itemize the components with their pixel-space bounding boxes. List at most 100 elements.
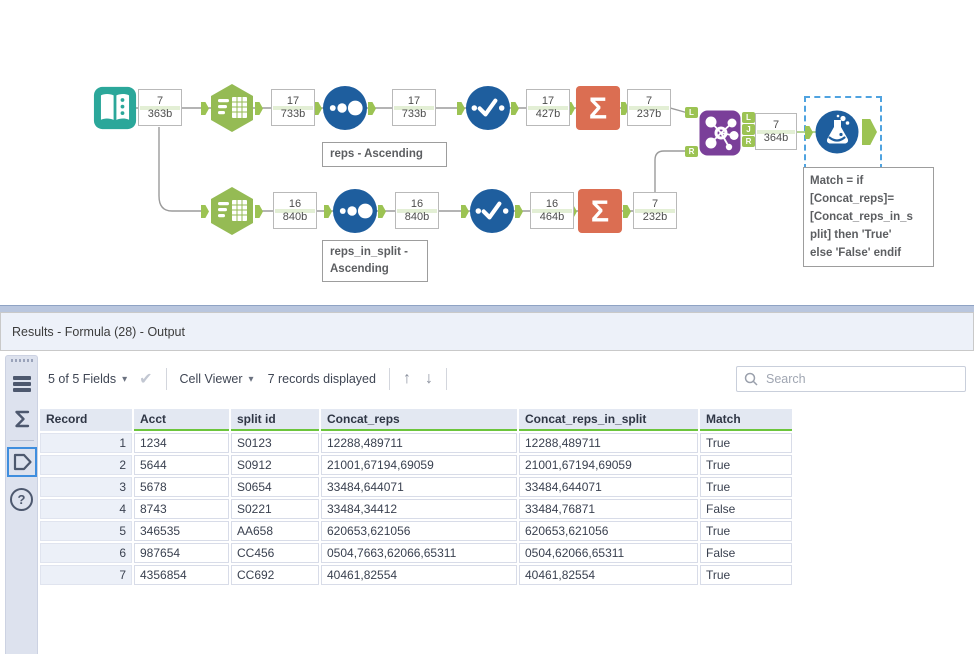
join-right-input-anchor[interactable]: R [685, 146, 698, 157]
data-cell[interactable]: False [700, 499, 792, 519]
data-cell[interactable]: 0504,62066,65311 [519, 543, 698, 563]
workflow-canvas[interactable]: 7 363b 17 733b [0, 0, 974, 305]
data-cell[interactable]: S0221 [231, 499, 319, 519]
connection-count-box[interactable]: 7 232b [633, 192, 677, 229]
input-anchor[interactable] [324, 205, 332, 218]
connection-count-box[interactable]: 17 733b [392, 89, 436, 126]
data-cell[interactable]: 40461,82554 [519, 565, 698, 585]
data-cell[interactable]: 620653,621056 [519, 521, 698, 541]
output-anchor[interactable] [255, 205, 263, 218]
output-anchor[interactable] [515, 205, 523, 218]
connection-count-box[interactable]: 7 363b [138, 89, 182, 126]
connection-count-box[interactable]: 16 840b [395, 192, 439, 229]
input-anchor[interactable] [457, 102, 465, 115]
formula-annotation[interactable]: Match = if [Concat_reps]= [Concat_reps_i… [803, 167, 934, 267]
input-anchor[interactable] [805, 126, 813, 139]
data-view-button[interactable] [9, 371, 35, 397]
sort-tool-top[interactable] [314, 85, 376, 136]
metadata-view-button[interactable] [9, 406, 35, 432]
connection-count-box[interactable]: 16 464b [530, 192, 574, 229]
scroll-down-icon[interactable]: ↓ [424, 370, 433, 387]
data-cell[interactable]: 0504,7663,62066,65311 [321, 543, 517, 563]
column-header[interactable]: Acct [134, 409, 229, 431]
column-header[interactable]: split id [231, 409, 319, 431]
text-to-columns-tool-bottom[interactable] [201, 186, 263, 241]
preview-view-button-selected[interactable] [6, 447, 37, 477]
data-cell[interactable]: False [700, 543, 792, 563]
data-cell[interactable]: 620653,621056 [321, 521, 517, 541]
connection-count-box[interactable]: 16 840b [273, 192, 317, 229]
output-anchor[interactable] [511, 102, 519, 115]
join-left-output-anchor[interactable]: L [742, 112, 755, 123]
grip-dots-icon[interactable] [10, 359, 33, 362]
sort-annotation-top[interactable]: reps - Ascending [322, 142, 447, 167]
record-number-cell[interactable]: 4 [40, 499, 132, 519]
data-cell[interactable]: 5644 [134, 455, 229, 475]
output-anchor[interactable] [255, 102, 263, 115]
formula-tool[interactable] [805, 110, 877, 159]
data-cell[interactable]: True [700, 565, 792, 585]
input-anchor[interactable] [201, 205, 209, 218]
search-box[interactable] [736, 366, 966, 392]
record-number-cell[interactable]: 1 [40, 433, 132, 453]
input-anchor[interactable] [567, 102, 575, 115]
unique-tool-bottom[interactable] [461, 188, 523, 239]
output-anchor[interactable] [368, 102, 376, 115]
column-header[interactable]: Record [40, 409, 132, 431]
output-anchor[interactable] [378, 205, 386, 218]
panel-splitter-handle[interactable] [0, 305, 974, 312]
data-cell[interactable]: True [700, 433, 792, 453]
sort-tool-bottom[interactable] [324, 188, 386, 239]
data-cell[interactable]: S0123 [231, 433, 319, 453]
column-header[interactable]: Match [700, 409, 792, 431]
help-button[interactable]: ? [9, 486, 35, 512]
connection-count-box[interactable]: 7 364b [755, 113, 797, 150]
search-input[interactable] [764, 371, 965, 387]
data-cell[interactable]: 33484,34412 [321, 499, 517, 519]
join-tool[interactable]: L R L J R [685, 107, 755, 161]
column-header[interactable]: Concat_reps_in_split [519, 409, 698, 431]
data-cell[interactable]: CC456 [231, 543, 319, 563]
data-cell[interactable]: True [700, 455, 792, 475]
record-number-cell[interactable]: 2 [40, 455, 132, 475]
input-anchor[interactable] [314, 102, 322, 115]
column-header[interactable]: Concat_reps [321, 409, 517, 431]
record-number-cell[interactable]: 3 [40, 477, 132, 497]
join-join-output-anchor[interactable]: J [742, 124, 755, 135]
data-cell[interactable]: 987654 [134, 543, 229, 563]
data-cell[interactable]: 33484,644071 [321, 477, 517, 497]
text-to-columns-tool-top[interactable] [201, 83, 263, 138]
record-number-cell[interactable]: 7 [40, 565, 132, 585]
record-number-cell[interactable]: 5 [40, 521, 132, 541]
data-cell[interactable]: True [700, 477, 792, 497]
data-cell[interactable]: S0654 [231, 477, 319, 497]
cell-viewer-dropdown[interactable]: Cell Viewer [179, 372, 243, 386]
data-cell[interactable]: True [700, 521, 792, 541]
connection-count-box[interactable]: 17 733b [271, 89, 315, 126]
join-left-input-anchor[interactable]: L [685, 107, 698, 118]
data-cell[interactable]: CC692 [231, 565, 319, 585]
apply-check-icon[interactable]: ✔ [139, 371, 153, 388]
data-cell[interactable]: 346535 [134, 521, 229, 541]
summarize-tool-top[interactable]: Σ [567, 85, 629, 136]
output-anchor[interactable] [621, 102, 629, 115]
output-anchor[interactable] [623, 205, 631, 218]
chevron-down-icon[interactable]: ▾ [248, 373, 254, 385]
connection-count-box[interactable]: 7 237b [627, 89, 671, 126]
data-cell[interactable]: 12288,489711 [519, 433, 698, 453]
data-cell[interactable]: 5678 [134, 477, 229, 497]
sort-annotation-bottom[interactable]: reps_in_split - Ascending [322, 240, 428, 282]
data-cell[interactable]: AA658 [231, 521, 319, 541]
output-anchor[interactable] [862, 119, 877, 145]
summarize-tool-bottom[interactable]: Σ [569, 188, 631, 239]
join-right-output-anchor[interactable]: R [742, 136, 755, 147]
data-cell[interactable]: 33484,644071 [519, 477, 698, 497]
data-cell[interactable]: 1234 [134, 433, 229, 453]
